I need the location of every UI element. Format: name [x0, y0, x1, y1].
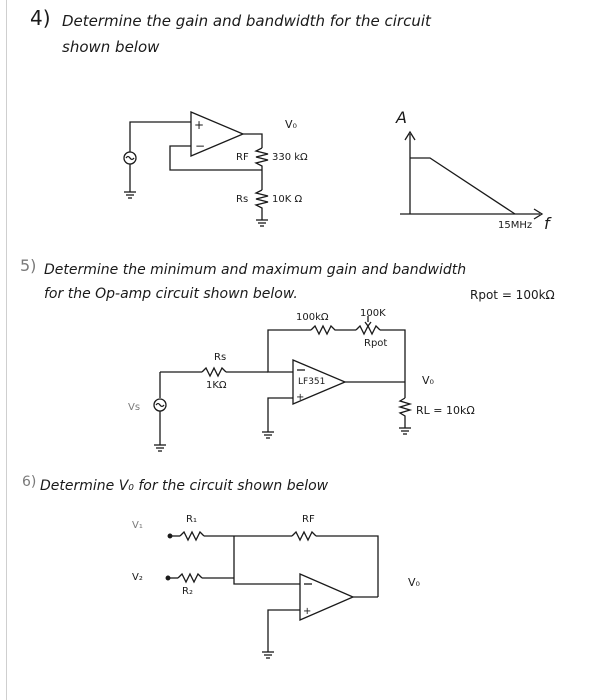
- q4-rs-value: 10K Ω: [272, 194, 303, 205]
- q5-rs-resistor: [202, 368, 226, 376]
- q5-pot-resistor: [356, 326, 380, 334]
- q4-circuit: + −: [124, 112, 268, 226]
- q4-opamp-symbol: [191, 112, 243, 156]
- q4-freq-mark: 15MHz: [498, 220, 533, 231]
- q5-rpot-note: Rpot = 100kΩ: [470, 288, 555, 302]
- svg-text:+: +: [303, 606, 311, 617]
- svg-text:−: −: [195, 139, 205, 153]
- page-edge: [6, 0, 7, 700]
- q5-opamp-label: LF351: [298, 377, 326, 387]
- q4-axis-a-label: A: [396, 108, 407, 127]
- q6-question-line1: Determine V₀ for the circuit shown below: [40, 478, 329, 494]
- q4-rf-value: 330 kΩ: [272, 152, 308, 163]
- svg-text:+: +: [296, 392, 304, 403]
- q4-rf-resistor: [256, 148, 268, 190]
- q4-question-line1: Determine the gain and bandwidth for the…: [62, 12, 431, 30]
- q5-rs-value: 1KΩ: [206, 380, 227, 391]
- q5-number: 5): [20, 256, 37, 275]
- q4-axis-f-label: f: [544, 214, 550, 233]
- q5-vs-label: Vs: [128, 402, 141, 413]
- q4-number: 4): [30, 6, 51, 30]
- q6-opamp-symbol: [300, 574, 353, 620]
- q4-rs-resistor: [256, 190, 268, 220]
- q5-rl-resistor: [400, 398, 410, 428]
- q5-rpot-label: Rpot: [364, 338, 388, 349]
- q6-number: 6): [22, 474, 37, 490]
- svg-text:+: +: [194, 118, 204, 132]
- q5-vo-label: V₀: [422, 374, 434, 387]
- q6-rf-label: RF: [302, 514, 315, 525]
- q5-pot-value-label: 100K: [360, 308, 386, 319]
- q6-circuit: +: [166, 532, 378, 658]
- q5-rl-label: RL = 10kΩ: [416, 404, 475, 417]
- q6-summing-node-wire: [234, 536, 300, 584]
- q6-v2-label: V₂: [132, 572, 143, 583]
- q5-100k-label: 100kΩ: [296, 312, 329, 323]
- q4-response-curve: [410, 158, 515, 214]
- q4-frequency-response: [400, 132, 542, 219]
- q6-v1-label: V₁: [132, 520, 143, 531]
- q6-r1-resistor: [180, 532, 204, 540]
- q5-rs-label: Rs: [214, 352, 227, 363]
- q4-rs-label: Rs: [236, 194, 249, 205]
- q5-feedback-wire: [268, 330, 311, 372]
- q5-question-line2: for the Op-amp circuit shown below.: [44, 286, 298, 302]
- q6-vo-label: V₀: [408, 576, 420, 589]
- q4-vo-label: V₀: [285, 118, 297, 131]
- q6-r2-label: R₂: [182, 586, 193, 597]
- q5-100k-resistor: [311, 326, 356, 334]
- q6-r2-resistor: [178, 574, 202, 582]
- q5-opamp-symbol: [293, 360, 345, 404]
- q4-question-line2: shown below: [62, 38, 160, 56]
- q5-question-line1: Determine the minimum and maximum gain a…: [44, 262, 467, 278]
- q4-inv-wire: [170, 146, 262, 170]
- q4-noninv-wire: [130, 122, 191, 152]
- q6-rf-resistor: [292, 532, 316, 540]
- q4-rf-label: RF: [236, 152, 249, 163]
- q6-r1-label: R₁: [186, 514, 197, 525]
- q5-circuit: +: [154, 316, 411, 451]
- q4-output-wire: [243, 134, 262, 148]
